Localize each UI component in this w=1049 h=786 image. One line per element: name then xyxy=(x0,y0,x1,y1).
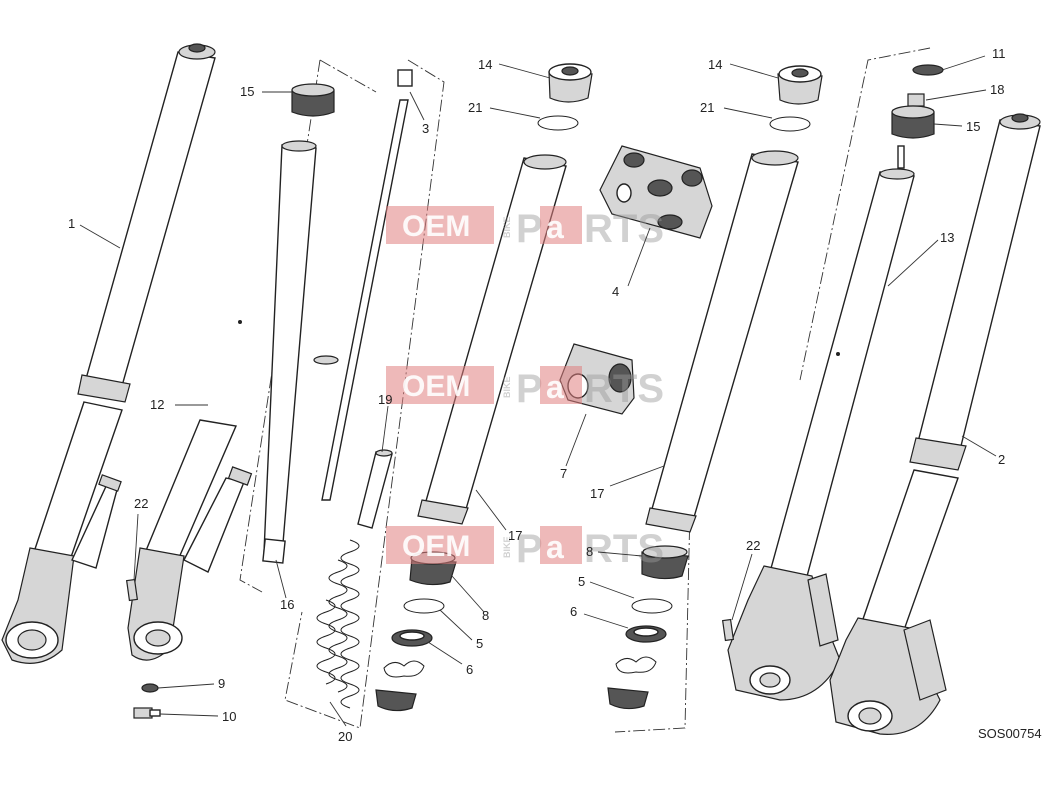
callout-15-right: 15 xyxy=(966,119,980,134)
inner-tube-12 xyxy=(127,419,253,661)
damper-rod-3 xyxy=(313,69,413,501)
watermark-p: P xyxy=(516,367,543,411)
callout-15-left: 15 xyxy=(240,84,254,99)
clamp-4 xyxy=(599,145,713,239)
callout-5-left: 5 xyxy=(476,636,483,651)
cartridge-tube-16 xyxy=(238,140,317,564)
watermark-p: P xyxy=(516,527,543,571)
callout-4: 4 xyxy=(612,284,619,299)
washer-11 xyxy=(912,64,944,76)
callout-13: 13 xyxy=(940,230,954,245)
diagram-code: SOS00754 xyxy=(978,726,1042,741)
watermark-a: a xyxy=(546,369,564,405)
o-ring-21-right xyxy=(769,116,811,132)
watermark-a: a xyxy=(546,209,564,245)
callout-20: 20 xyxy=(338,729,352,744)
watermark-p: P xyxy=(516,207,543,251)
stanchion-17-right xyxy=(645,150,799,533)
callout-17-left: 17 xyxy=(508,528,522,543)
callout-12: 12 xyxy=(150,397,164,412)
spacer-19 xyxy=(357,449,393,529)
bushing-15-left xyxy=(291,83,335,117)
callout-22-left: 22 xyxy=(134,496,148,511)
seal-stack-right xyxy=(607,545,689,710)
watermark-a: a xyxy=(546,529,564,565)
callout-16: 16 xyxy=(280,597,294,612)
seal-stack-left xyxy=(375,551,457,712)
watermark-oem: OEM xyxy=(402,210,470,243)
bolt-10 xyxy=(133,707,161,719)
callout-19: 19 xyxy=(378,392,392,407)
callout-7: 7 xyxy=(560,466,567,481)
callout-2: 2 xyxy=(998,452,1005,467)
callout-1: 1 xyxy=(68,216,75,231)
nut-18 xyxy=(907,93,925,107)
callout-14-left: 14 xyxy=(478,57,492,72)
callout-22-right: 22 xyxy=(746,538,760,553)
callout-6-right: 6 xyxy=(570,604,577,619)
watermark-oem: OEM xyxy=(402,370,470,403)
watermark-middle: OEM BIKE P a RTS xyxy=(386,366,664,411)
spring-20 xyxy=(316,539,360,709)
callout-11: 11 xyxy=(992,46,1006,61)
inner-tube-13 xyxy=(727,145,915,701)
callout-18: 18 xyxy=(990,82,1004,97)
watermark-bike: BIKE xyxy=(502,216,512,238)
callout-5-right: 5 xyxy=(578,574,585,589)
watermark-rts: RTS xyxy=(584,367,664,411)
cap-14-left xyxy=(548,63,593,103)
callout-21-right: 21 xyxy=(700,100,714,115)
watermark-bike: BIKE xyxy=(502,376,512,398)
watermark-top: OEM BIKE P a RTS xyxy=(386,206,664,251)
watermark-rts: RTS xyxy=(584,207,664,251)
callout-9: 9 xyxy=(218,676,225,691)
callout-6-left: 6 xyxy=(466,662,473,677)
bolt-22-right xyxy=(721,618,735,642)
callout-21-left: 21 xyxy=(468,100,482,115)
bolt-22-left xyxy=(125,578,139,602)
watermark-oem: OEM xyxy=(402,530,470,563)
watermark-bottom: OEM BIKE P a RTS xyxy=(386,526,664,571)
stanchion-17-left xyxy=(417,154,567,525)
callout-10: 10 xyxy=(222,709,236,724)
callout-3: 3 xyxy=(422,121,429,136)
washer-9 xyxy=(141,683,159,693)
callout-17-right: 17 xyxy=(590,486,604,501)
callout-14-right: 14 xyxy=(708,57,722,72)
group-outline-right xyxy=(614,47,931,733)
fork-leg-right-2 xyxy=(829,113,1041,735)
o-ring-21-left xyxy=(537,115,579,131)
watermark-bike: BIKE xyxy=(502,536,512,558)
watermark-rts: RTS xyxy=(584,527,664,571)
callout-8-left: 8 xyxy=(482,608,489,623)
cap-14-right xyxy=(777,65,823,105)
bushing-15-right xyxy=(891,105,935,139)
leader-lines xyxy=(79,55,997,727)
fork-leg-left-1 xyxy=(1,43,216,664)
callouts: 1 2 3 4 5 5 6 6 7 8 8 9 10 11 12 13 14 1… xyxy=(68,46,1006,744)
callout-8-right: 8 xyxy=(586,544,593,559)
